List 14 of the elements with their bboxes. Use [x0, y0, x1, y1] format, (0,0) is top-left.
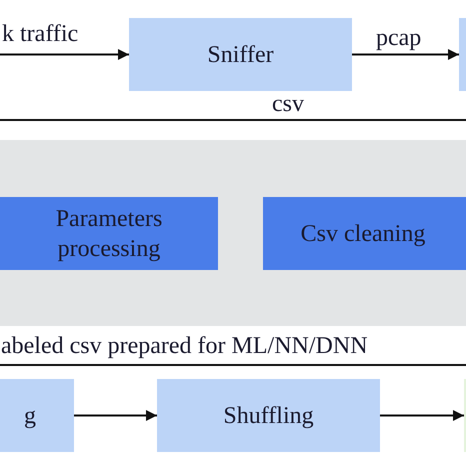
arrow	[74, 410, 157, 421]
process-box: Csv cleaning	[263, 197, 466, 270]
process-box: Sniffer	[129, 18, 352, 91]
output-label: csv	[272, 92, 304, 116]
arrow	[0, 49, 129, 60]
process-box: Shuffling	[157, 379, 380, 452]
arrow	[352, 49, 459, 60]
section-label: abeled csv prepared for ML/NN/DNN	[1, 334, 368, 358]
process-box: Parameters processing	[0, 197, 218, 270]
group-band	[0, 140, 466, 326]
edge-label: pcap	[376, 26, 422, 50]
arrow	[380, 410, 464, 421]
process-box: g	[0, 379, 74, 452]
edge-label: k traffic	[2, 22, 78, 46]
